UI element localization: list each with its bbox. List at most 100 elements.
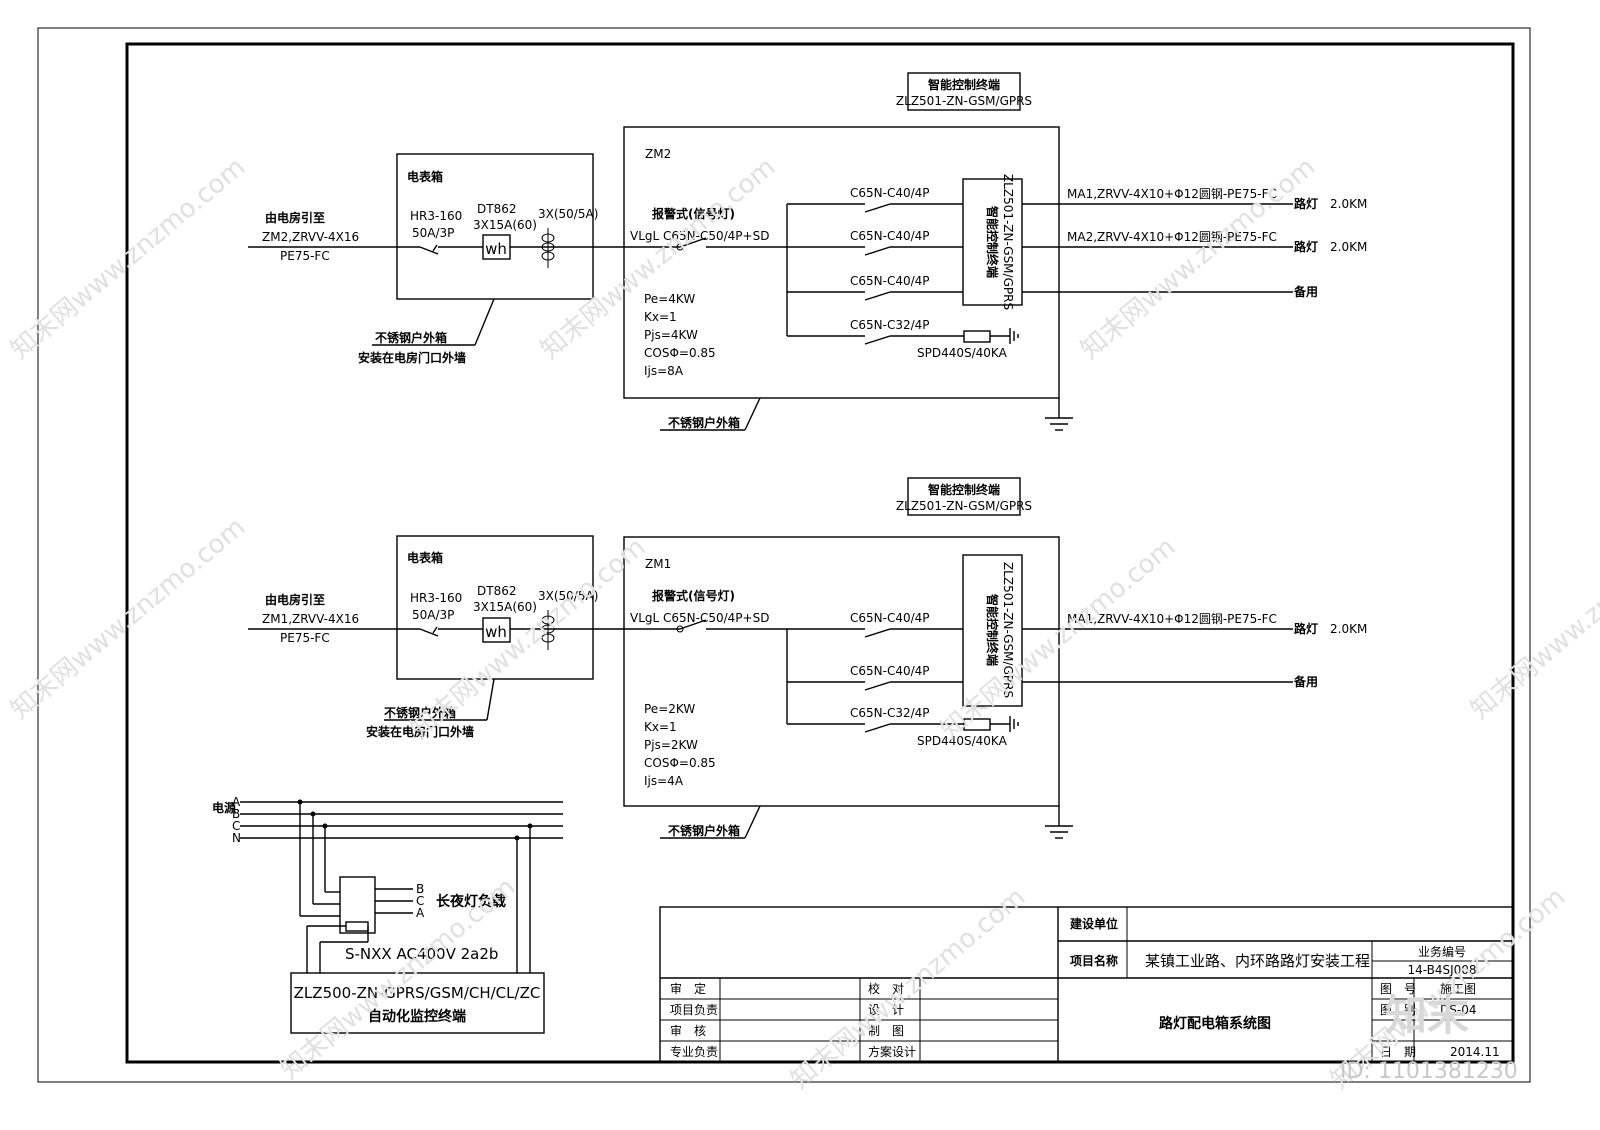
spd-label: SPD440S/40KA — [917, 346, 1008, 360]
branch-4-breaker: C65N-C32/4P — [850, 318, 930, 332]
meter-rating: 3X15A(60) — [473, 218, 537, 232]
output-3-load: 备用 — [1293, 284, 1318, 299]
meter-box-note-1: 不锈钢户外箱 — [375, 330, 447, 345]
param-ijs-b: Ijs=4A — [644, 774, 684, 788]
project-value: 某镇工业路、内环路路灯安装工程 — [1145, 952, 1370, 970]
spd-label-b: SPD440S/40KA — [917, 734, 1008, 748]
smart-terminal-model-2: ZLZ501-ZN-GSM/GPRS — [896, 499, 1032, 513]
meter-box — [396, 153, 594, 300]
drawing-no-label: 图 号 — [1380, 982, 1416, 996]
source-label-2-b: ZM1,ZRVV-4X16 — [262, 612, 359, 626]
main-breaker-label: VLgL C65N-C50/4P+SD — [630, 229, 769, 243]
cabinet-id-b: ZM1 — [645, 557, 671, 571]
main-switch-model-b: HR3-160 — [410, 591, 462, 605]
bottom-system: 智能控制终端 ZLZ501-ZN-GSM/GPRS 由电房引至 ZM1,ZRVV… — [248, 477, 1367, 839]
cabinet-note: 不锈钢户外箱 — [668, 415, 740, 430]
output-1-load: 路灯 — [1294, 196, 1318, 211]
watermark-7: 知末网www.znzmo.com — [1465, 512, 1600, 725]
relay-model: S-NXX AC400V 2a2b — [345, 945, 498, 963]
row-1-right: 校 对 — [868, 981, 904, 996]
cabinet-zm2 — [623, 126, 1060, 399]
watermark-logo: 知末 — [1385, 991, 1469, 1040]
fuse-switch-icon-b — [419, 628, 439, 637]
load-phase-a: A — [416, 906, 425, 920]
sheet: DS-04 — [1440, 1003, 1476, 1017]
date: 2014.11 — [1450, 1045, 1500, 1059]
ct-rating-b: 3X(50/5A) — [538, 589, 598, 603]
param-pe: Pe=4KW — [644, 292, 695, 306]
date-label: 日 期 — [1380, 1045, 1416, 1059]
meter-symbol: wh — [485, 240, 507, 258]
phase-b: B — [232, 807, 240, 821]
row-1-left: 审 定 — [670, 981, 706, 996]
meter-box-title-b: 电表箱 — [407, 550, 443, 565]
monitor-terminal-box — [290, 972, 545, 1034]
row-2-left: 项目负责 — [670, 1003, 718, 1017]
phase-c: C — [232, 819, 240, 833]
param-cos: COSΦ=0.85 — [644, 346, 716, 360]
watermark-8: 知末网www.znzmo.com — [275, 872, 521, 1085]
load-phase-c: C — [416, 894, 424, 908]
smart-terminal-box-title-b: 智能控制终端 — [985, 593, 1000, 666]
branch-2-breaker: C65N-C40/4P — [850, 229, 930, 243]
smart-terminal-box-model-b: ZLZ501-ZN-GSM/GPRS — [1001, 562, 1015, 698]
main-breaker-icon — [679, 237, 707, 248]
title-block: 建设单位 项目名称 某镇工业路、内环路路灯安装工程 路灯配电箱系统图 审 定 校… — [659, 906, 1514, 1063]
param-pjs-b: Pjs=2KW — [644, 738, 698, 752]
alarm-label-b: 报警式(信号灯) — [652, 588, 735, 603]
row-2-right: 设 计 — [868, 1003, 904, 1017]
meter-box-note-2: 安装在电房门口外墙 — [358, 350, 466, 365]
phase-n: N — [232, 831, 241, 845]
source-label-1: 由电房引至 — [265, 210, 325, 225]
source-label-3-b: PE75-FC — [280, 631, 330, 645]
param-kx: Kx=1 — [644, 310, 677, 324]
smart-terminal-box-title: 智能控制终端 — [985, 205, 1000, 278]
job-no-label: 业务编号 — [1418, 944, 1466, 959]
load-label: 长夜灯负载 — [436, 893, 506, 910]
branch-1-breaker: C65N-C40/4P — [850, 186, 930, 200]
main-breaker-label-b: VLgL C65N-C50/4P+SD — [630, 611, 769, 625]
terminal-model: ZLZ500-ZN-GPRS/GSM/CH/CL/ZC — [294, 984, 541, 1002]
smart-terminal-title-2: 智能控制终端 — [927, 482, 1000, 497]
branch-3-breaker-b: C65N-C32/4P — [850, 706, 930, 720]
ct-icon-b — [541, 610, 555, 650]
smart-terminal-label-box-2 — [907, 477, 1021, 516]
param-pjs: Pjs=4KW — [644, 328, 698, 342]
client-label: 建设单位 — [1069, 916, 1118, 931]
branch-3-breaker: C65N-C40/4P — [850, 274, 930, 288]
meter-symbol-b: wh — [485, 623, 507, 641]
watermark-3: 知末网www.znzmo.com — [1075, 152, 1321, 365]
smart-terminal-title: 智能控制终端 — [927, 77, 1000, 92]
terminal-name: 自动化监控终端 — [368, 1008, 466, 1025]
drawing-title: 路灯配电箱系统图 — [1159, 1015, 1271, 1032]
phase-a: A — [232, 795, 241, 809]
output-1-cable: MA1,ZRVV-4X10+Φ12圆钢-PE75-FC — [1067, 187, 1277, 201]
smart-terminal-box-model: ZLZ501-ZN-GSM/GPRS — [1001, 174, 1015, 310]
project-label: 项目名称 — [1070, 953, 1118, 968]
ct-rating: 3X(50/5A) — [538, 207, 598, 221]
smart-terminal-label-box — [907, 72, 1021, 111]
fuse-switch-icon — [419, 246, 439, 255]
row-3-left: 审 核 — [670, 1023, 706, 1038]
output-2-length: 2.0KM — [1330, 240, 1367, 254]
param-ijs: Ijs=8A — [644, 364, 684, 378]
spd-icon — [963, 330, 991, 343]
output-2-load-b: 备用 — [1293, 674, 1318, 689]
meter-model: DT862 — [477, 202, 516, 216]
cabinet-id: ZM2 — [645, 147, 671, 161]
main-switch-model: HR3-160 — [410, 209, 462, 223]
drawing-no: 施工图 — [1440, 982, 1476, 996]
alarm-label: 报警式(信号灯) — [652, 206, 735, 221]
output-1-load-b: 路灯 — [1294, 621, 1318, 636]
meter-model-b: DT862 — [477, 584, 516, 598]
smart-terminal-box — [962, 178, 1023, 306]
main-breaker-icon-b — [679, 619, 707, 630]
row-3-right: 制 图 — [868, 1024, 904, 1038]
job-no: 14-B4SJ008 — [1407, 963, 1476, 977]
main-switch-rating-b: 50A/3P — [412, 608, 454, 622]
meter-box-b — [396, 535, 594, 680]
output-2-cable: MA2,ZRVV-4X10+Φ12圆钢-PE75-FC — [1067, 230, 1277, 244]
cabinet-note-b: 不锈钢户外箱 — [668, 823, 740, 838]
kwh-meter-icon-b — [482, 617, 511, 643]
